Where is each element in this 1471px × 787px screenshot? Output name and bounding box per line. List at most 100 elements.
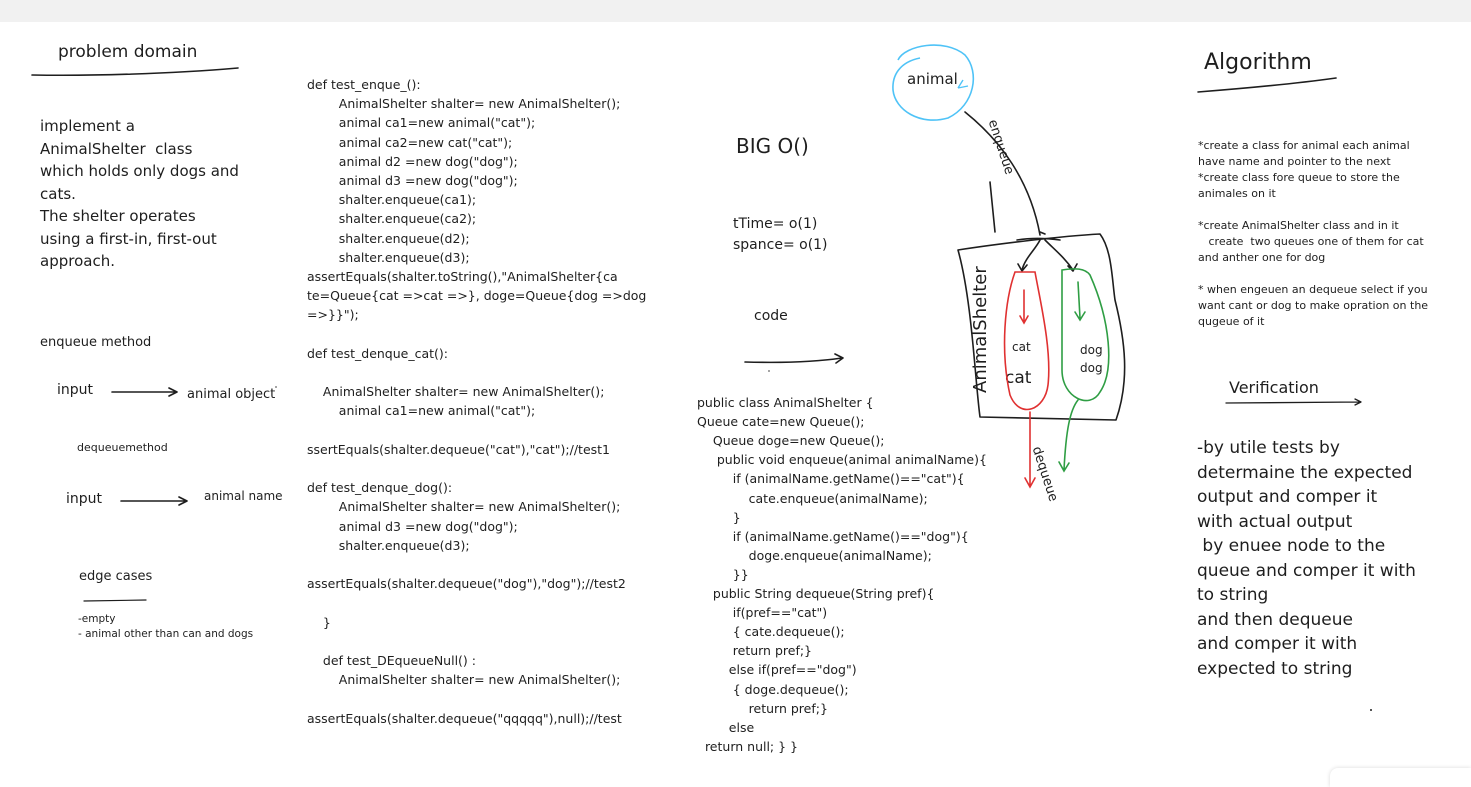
enqueue-flow-arrow: [964, 111, 1041, 236]
algorithm-step-line: have name and pointer to the next: [1198, 155, 1391, 168]
verification-line: -by utile tests by: [1197, 438, 1340, 458]
implementation-code-line: if(pref=="cat"): [697, 605, 828, 621]
test-code-line: AnimalShelter shalter= new AnimalShelter…: [307, 672, 621, 688]
implementation-code-line: }: [697, 509, 741, 525]
implementation-code-line: return null; } }: [697, 738, 798, 754]
code-label: code: [754, 308, 788, 324]
implementation-code-line: public class AnimalShelter {: [697, 395, 874, 410]
test-code-line: shalter.enqueue(d3);: [307, 249, 470, 265]
implementation-code-line: if (animalName.getName()=="cat"){: [697, 471, 965, 487]
verification-underline: [1225, 398, 1362, 406]
verification-line: and comper it with: [1197, 634, 1358, 654]
test-code-line: animal ca2=new cat("cat");: [307, 134, 513, 150]
cat-queue-label: cat: [1005, 368, 1032, 388]
algorithm-step-line: create two queues one of them for cat: [1198, 235, 1424, 248]
problem-description-line: The shelter operates: [40, 207, 196, 225]
test-code-line: assertEquals(shalter.dequeue("dog"),"dog…: [307, 576, 626, 592]
verification-line: with actual output: [1197, 511, 1353, 532]
cat-queue-label-small: cat: [1012, 340, 1031, 354]
test-code-line: shalter.enqueue(d3);: [307, 537, 470, 553]
test-code-line: animal d3 =new dog("dog");: [307, 173, 518, 188]
test-code-line: def test_enque_():: [307, 77, 421, 92]
verification-line: output and comper it: [1197, 487, 1378, 507]
dog-queue-label-1: dog: [1080, 343, 1103, 357]
time-complexity: tTime= o(1): [733, 216, 818, 232]
test-code-line: AnimalShelter shalter= new AnimalShelter…: [307, 384, 605, 400]
implementation-code-line: else: [697, 719, 755, 735]
corner-widget[interactable]: [1330, 768, 1471, 787]
test-code-line: te=Queue{cat =>cat =>}, doge=Queue{dog =…: [307, 288, 647, 304]
space-complexity: spance= o(1): [733, 237, 828, 253]
edge-cases-underline: [83, 599, 147, 602]
algorithm-step-line: *create AnimalShelter class and in it: [1198, 219, 1399, 232]
test-code-line: =>}}");: [307, 307, 359, 323]
test-code-line: shalter.enqueue(d2);: [307, 230, 470, 246]
problem-description-line: AnimalShelter class: [40, 139, 193, 158]
implementation-code-line: { doge.dequeue();: [697, 681, 849, 697]
problem-description-line: implement a: [40, 117, 135, 135]
test-code-line: def test_DEqueueNull() :: [307, 653, 476, 668]
animal-node-label: animal: [907, 70, 958, 88]
edge-case-item: - animal other than can and dogs: [78, 628, 254, 640]
test-code-line: def test_denque_dog():: [307, 480, 453, 496]
enqueue-method-label: enqueue method: [40, 335, 152, 350]
problem-description-line: approach.: [40, 252, 115, 270]
dequeue-dog-arrow: [1058, 399, 1079, 473]
enqueue-input-label: input: [57, 382, 94, 398]
dequeue-input-arrow: [120, 496, 188, 506]
algorithm-title: Algorithm: [1204, 50, 1312, 75]
dog-queue-shape: [1061, 268, 1110, 402]
big-o-title: BIG O(): [736, 134, 809, 158]
verification-line: and then dequeue: [1197, 609, 1353, 630]
test-code-line: shalter.enqueue(ca2);: [307, 211, 477, 227]
enqueue-output-label: animal object: [187, 387, 276, 402]
verification-title: Verification: [1229, 378, 1319, 397]
algorithm-step-line: animales on it: [1198, 187, 1276, 200]
problem-description-line: using a first-in, first-out: [40, 229, 217, 248]
dog-queue-label-2: dog: [1080, 361, 1103, 375]
animal-shelter-box: [957, 233, 1126, 421]
implementation-code-line: { cate.dequeue();: [697, 624, 845, 640]
algorithm-step-line: and anther one for dog: [1198, 251, 1326, 264]
dequeue-cat-arrow: [1024, 411, 1036, 489]
problem-domain-title: problem domain: [58, 42, 198, 62]
algorithm-underline: [1197, 77, 1337, 93]
problem-description-line: which holds only dogs and: [40, 162, 239, 180]
algorithm-step-line: *create a class for animal each animal: [1198, 139, 1410, 152]
dequeue-output-label: animal name: [204, 489, 283, 503]
test-code-line: ssertEquals(shalter.dequeue("cat"),"cat"…: [307, 441, 611, 457]
problem-description-line: cats.: [40, 184, 76, 203]
verification-line: by enuee node to the: [1197, 536, 1386, 556]
implementation-code-line: Queue cate=new Queue();: [697, 414, 865, 430]
verification-line: to string: [1197, 585, 1269, 605]
implementation-code-line: cate.enqueue(animalName);: [697, 490, 928, 506]
edge-cases-title: edge cases: [79, 569, 153, 584]
verification-line: determaine the expected: [1197, 462, 1413, 483]
algorithm-step-line: * when engeuen an dequeue select if you: [1198, 283, 1428, 296]
implementation-code-line: return pref;}: [697, 700, 828, 716]
edge-case-item: -empty: [78, 613, 116, 625]
test-code-line: assertEquals(shalter.dequeue("qqqqq"),nu…: [307, 710, 622, 726]
dequeue-input-label: input: [66, 491, 103, 507]
test-code-line: animal ca1=new animal("cat");: [307, 403, 536, 419]
enqueue-input-arrow: [111, 387, 178, 397]
test-code-line: def test_denque_cat():: [307, 345, 448, 361]
test-code-line: AnimalShelter shalter= new AnimalShelter…: [307, 96, 621, 112]
implementation-code-line: public void enqueue(animal animalName){: [697, 452, 987, 468]
test-code-line: }: [307, 614, 331, 630]
implementation-code-line: public String dequeue(String pref){: [697, 586, 935, 601]
top-bar: [0, 0, 1471, 22]
dequeue-method-label: dequeuemethod: [77, 441, 168, 454]
animal-node-circle: [892, 44, 975, 121]
implementation-code-line: Queue doge=new Queue();: [697, 433, 885, 449]
implementation-code-line: else if(pref=="dog"): [697, 662, 857, 678]
implementation-code-line: }}: [697, 566, 749, 582]
algorithm-step-line: qugeue of it: [1198, 315, 1265, 328]
test-code-line: assertEquals(shalter.toString(),"AnimalS…: [307, 269, 618, 284]
code-arrow: [744, 353, 844, 364]
test-code-line: AnimalShelter shalter= new AnimalShelter…: [307, 499, 621, 515]
implementation-code-line: doge.enqueue(animalName);: [697, 547, 932, 563]
problem-title-underline: [31, 67, 239, 77]
algorithm-step-line: want cant or dog to make opration on the: [1198, 299, 1429, 312]
algorithm-step-line: *create class fore queue to store the: [1198, 171, 1400, 184]
